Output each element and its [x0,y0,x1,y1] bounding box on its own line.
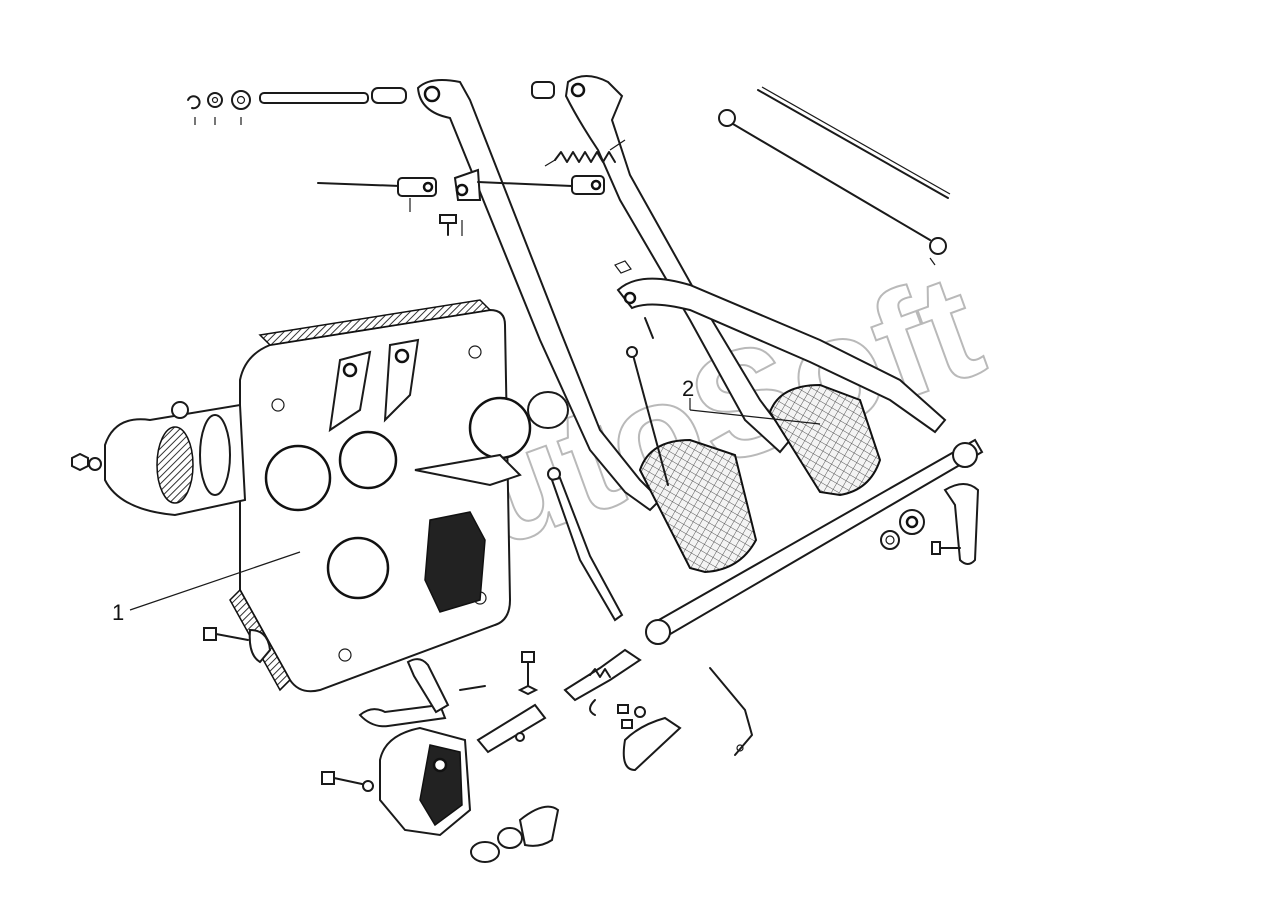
clutch-pedal-pad [638,438,758,574]
callout-2: 2 [682,376,821,425]
callout-label-2: 2 [682,376,694,401]
return-spring [544,139,626,167]
bolt-lower-left [203,627,272,664]
bolt-vertical [517,651,539,696]
adjuster-rod [476,703,547,754]
shaft-end-bracket [880,483,980,565]
pivot-shaft [259,87,407,104]
brake-pedal-pad [768,383,882,497]
long-rod-lower [718,109,947,266]
bushing-set-bottom [470,805,560,863]
pedal-cross-shaft [645,438,984,645]
washer-set-top-left [187,90,251,125]
bent-link-lower-right [709,667,753,756]
linkage-rod [547,346,669,622]
small-bracket-lower [617,704,682,772]
callout-1: 1 [112,551,301,625]
push-rod-left [317,177,437,212]
bolt-lower-middle [321,771,374,792]
pedal-stop-bolt [563,648,642,716]
master-cylinder-left [104,401,247,517]
pedal-box-plate [229,299,532,693]
nut-washer-left [71,452,102,472]
bolt-small-upper [439,214,463,236]
long-rod-upper [757,86,951,199]
accelerator-arm [614,260,947,434]
push-rod-right [477,175,605,195]
slave-cylinder-bracket [379,726,472,837]
callout-label-1: 1 [112,600,124,625]
clutch-lever-lower [358,658,486,728]
cap-plug [527,391,569,429]
